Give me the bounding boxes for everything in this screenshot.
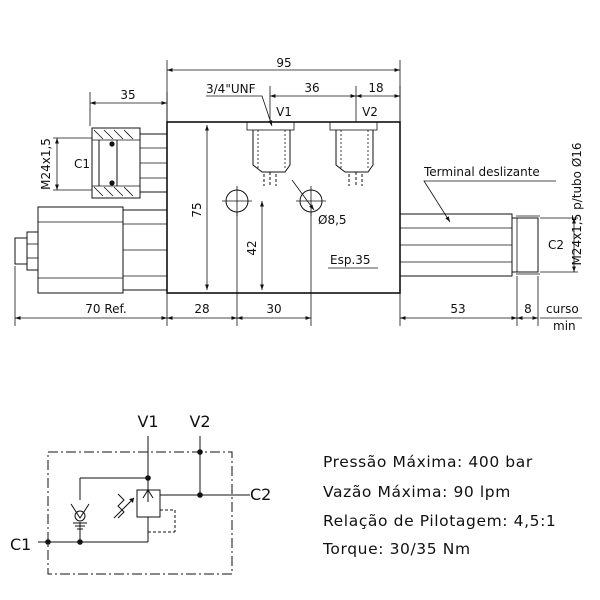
port-v1-label: V1 [276,105,292,119]
port-v1 [246,121,295,186]
dim-left-offset: 28 [194,302,209,316]
port-c2-label: C2 [548,238,564,252]
dim-hole-spacing: 30 [266,302,281,316]
dim-c1-fitting: 35 [120,88,135,102]
dim-v1-v2-spacing: 36 [304,81,319,95]
dim-ref-length: 70 Ref. [85,302,126,316]
hydraulic-schematic: V1 V2 C2 C1 [10,412,271,575]
sliding-terminal: Terminal deslizante C2 M24x1,5 p/tubo Ø1… [399,142,584,277]
dim-stroke-label-bottom: min [553,319,576,333]
c2-thread-label: M24x1,5 p/tubo Ø16 [570,142,584,265]
dim-height: 75 [190,202,204,217]
port-c1-label: C1 [74,157,90,171]
schematic-v2-label: V2 [189,412,210,431]
dim-overall-width: 95 [276,56,291,70]
c1-fitting: M24x1,5 C1 [39,127,168,199]
dim-thickness: Esp.35 [330,253,371,267]
c1-pilot-fitting [14,206,168,294]
spec-list: Pressão Máxima: 400 bar Vazão Máxima: 90… [322,453,556,558]
schematic-c2-label: C2 [250,485,271,504]
dim-v2-offset: 18 [368,81,383,95]
c1-thread-label: M24x1,5 [39,138,53,190]
schematic-c1-label: C1 [10,535,31,554]
top-dimensions: 95 36 18 3/4"UNF V1 V2 35 [89,56,401,127]
terminal-label: Terminal deslizante [423,165,540,179]
dim-stroke-label-top: curso [546,302,579,316]
spec-max-flow: Vazão Máxima: 90 lpm [323,483,511,501]
dim-thread-unf: 3/4"UNF [206,82,256,96]
dim-stroke-length: 8 [524,302,532,316]
dim-terminal-length: 53 [450,302,465,316]
port-v2 [329,121,378,186]
mounting-hole-left [222,186,252,216]
spec-pilot-ratio: Relação de Pilotagem: 4,5:1 [323,512,556,530]
spec-max-pressure: Pressão Máxima: 400 bar [323,453,533,471]
port-v2-label: V2 [362,105,378,119]
bottom-dimensions: 70 Ref. 28 30 53 8 curso min [14,212,582,333]
dim-hole: Ø8,5 [318,213,347,227]
valve-body: Ø8,5 75 42 Esp.35 [166,121,401,294]
schematic-v1-label: V1 [137,412,158,431]
spec-torque: Torque: 30/35 Nm [322,540,471,558]
mounting-hole-right [296,186,326,216]
dim-port-height: 42 [245,240,259,255]
